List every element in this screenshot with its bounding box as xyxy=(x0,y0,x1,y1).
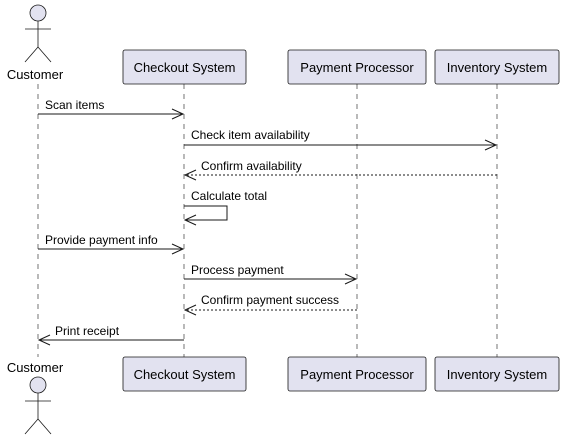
inventory-label-top: Inventory System xyxy=(447,60,547,75)
message-provide-payment-info: Provide payment info xyxy=(38,233,185,255)
message-confirm-availability: Confirm availability xyxy=(183,159,497,181)
inventory-participant-bottom: Inventory System xyxy=(434,356,560,392)
customer-actor-top: Customer xyxy=(7,4,64,82)
message-label: Check item availability xyxy=(191,128,310,142)
message-confirm-payment-success: Confirm payment success xyxy=(183,293,357,316)
arrowhead-icon xyxy=(183,214,197,226)
checkout-participant-bottom: Checkout System xyxy=(122,356,247,392)
customer-label-top: Customer xyxy=(7,67,64,82)
inventory-participant-top: Inventory System xyxy=(434,49,560,85)
customer-actor-bottom: Customer xyxy=(7,360,64,435)
message-calculate-total: Calculate total xyxy=(183,189,267,226)
arrowhead-icon xyxy=(37,334,51,346)
message-label: Process payment xyxy=(191,263,284,277)
arrowhead-icon xyxy=(484,139,498,151)
arrowhead-icon xyxy=(183,169,197,181)
checkout-label-bottom: Checkout System xyxy=(134,367,236,382)
message-check-availability: Check item availability xyxy=(184,128,498,151)
message-label: Calculate total xyxy=(191,189,267,203)
payment-label-top: Payment Processor xyxy=(300,60,414,75)
message-label: Confirm availability xyxy=(201,159,302,173)
message-label: Provide payment info xyxy=(45,233,158,247)
payment-label-bottom: Payment Processor xyxy=(300,367,414,382)
message-process-payment: Process payment xyxy=(184,263,358,285)
payment-participant-top: Payment Processor xyxy=(287,49,427,85)
payment-participant-bottom: Payment Processor xyxy=(287,356,427,392)
actor-head-icon xyxy=(29,4,47,22)
arrowhead-icon xyxy=(183,304,197,316)
arrowhead-icon xyxy=(344,273,358,285)
inventory-label-bottom: Inventory System xyxy=(447,367,547,382)
message-label: Print receipt xyxy=(55,324,120,338)
checkout-label-top: Checkout System xyxy=(134,60,236,75)
message-label: Scan items xyxy=(45,98,104,112)
arrowhead-icon xyxy=(171,108,185,120)
message-scan-items: Scan items xyxy=(38,98,185,120)
message-print-receipt: Print receipt xyxy=(37,324,184,346)
checkout-participant-top: Checkout System xyxy=(122,49,247,85)
customer-label-bottom: Customer xyxy=(7,360,64,375)
actor-head-icon xyxy=(29,376,47,394)
message-label: Confirm payment success xyxy=(201,293,339,307)
arrowhead-icon xyxy=(171,243,185,255)
